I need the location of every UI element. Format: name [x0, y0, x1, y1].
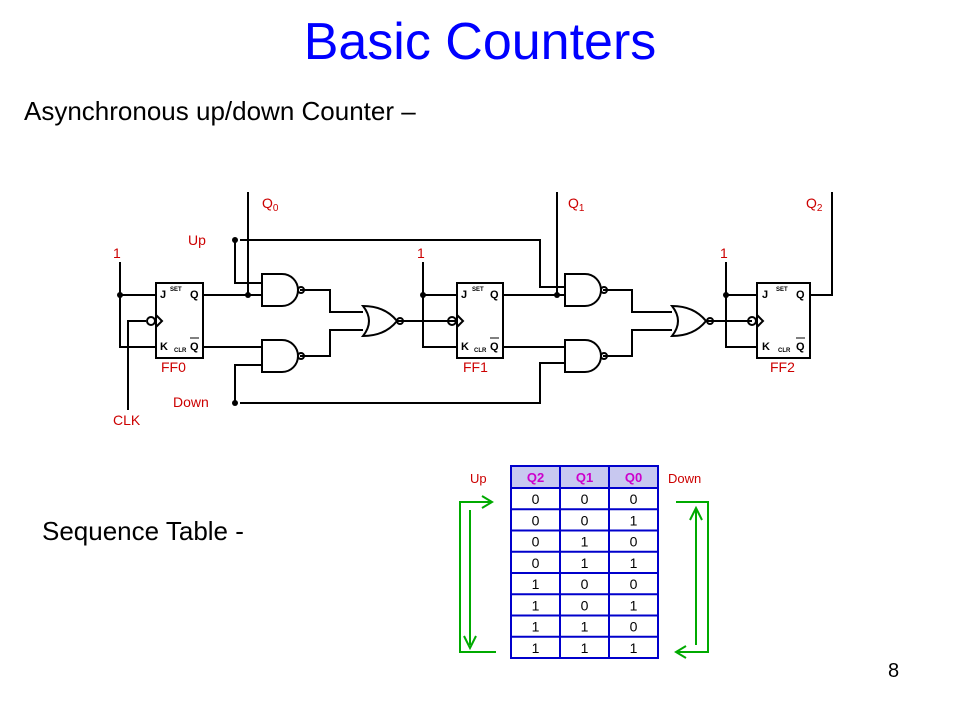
table-cell: 0 [630, 576, 638, 592]
table-cell: 0 [581, 576, 589, 592]
ff2-pin-clr: CLR [778, 348, 791, 354]
up-direction-arrow [459, 495, 496, 653]
ff0-pin-clr: CLR [174, 348, 187, 354]
ff1-pin-k: K [461, 341, 469, 353]
table-cell: 0 [581, 597, 589, 613]
ff2-pin-k: K [762, 341, 770, 353]
ff1-pin-q: Q [490, 289, 499, 301]
table-cell: 1 [630, 555, 638, 571]
table-header-cell: Q1 [576, 470, 593, 485]
logic-one-ff0: 1 [113, 245, 121, 261]
table-down-label: Down [668, 471, 701, 486]
ff2-label: FF2 [770, 359, 795, 375]
table-cell: 1 [532, 640, 540, 656]
ff2-pin-set: SET [776, 287, 788, 293]
ff1-pin-set: SET [472, 287, 484, 293]
ff0-label: FF0 [161, 359, 186, 375]
page-number: 8 [888, 660, 900, 682]
ff0-pin-qbar: Q [190, 341, 199, 353]
table-cell: 0 [532, 534, 540, 550]
slide-title: Basic Counters [303, 13, 657, 71]
ff0-pin-k: K [160, 341, 168, 353]
down-label: Down [173, 394, 209, 410]
table-cell: 0 [630, 534, 638, 550]
table-cell: 1 [630, 512, 638, 528]
ff2-pin-qbar: Q [796, 341, 805, 353]
table-header-cell: Q0 [625, 470, 642, 485]
ff0-pin-j: J [160, 289, 166, 301]
sequence-table-label: Sequence Table - [42, 516, 244, 546]
table-cell: 1 [581, 619, 589, 635]
up-label: Up [188, 232, 206, 248]
q2-label: Q2 [806, 195, 823, 214]
table-cell: 1 [581, 640, 589, 656]
sequence-table-figure: Up Down Q2 Q1 Q0 0 0 0 0 0 1 0 1 0 0 1 1 1 0 0 1 0 1 1 1 0 1 1 1 [459, 465, 709, 659]
ff1-pin-qbar: Q [490, 341, 499, 353]
logic-one-ff2: 1 [720, 245, 728, 261]
table-up-label: Up [470, 471, 487, 486]
clk-label: CLK [113, 412, 141, 428]
table-cell: 1 [581, 534, 589, 550]
down-direction-arrow [674, 501, 709, 659]
table-cell: 0 [532, 555, 540, 571]
logic-one-ff1: 1 [417, 245, 425, 261]
table-cell: 0 [630, 491, 638, 507]
table-header-cell: Q2 [527, 470, 544, 485]
table-cell: 0 [532, 491, 540, 507]
table-cell: 0 [630, 619, 638, 635]
ff1-pin-clr: CLR [474, 348, 487, 354]
ff1-label: FF1 [463, 359, 488, 375]
ff0-pin-set: SET [170, 287, 182, 293]
ff2-pin-j: J [762, 289, 768, 301]
table-cell: 0 [581, 512, 589, 528]
table-cell: 0 [581, 491, 589, 507]
ff0-pin-q: Q [190, 289, 199, 301]
counter-circuit-diagram: Q0 Q1 Q2 Up Down CLK 1 1 1 FF0 FF1 FF2 J… [113, 192, 833, 428]
table-cell: 1 [581, 555, 589, 571]
table-cell: 1 [532, 619, 540, 635]
q1-label: Q1 [568, 195, 585, 214]
ff2-pin-q: Q [796, 289, 805, 301]
table-cell: 1 [630, 597, 638, 613]
table-cell: 0 [532, 512, 540, 528]
ff1-pin-j: J [461, 289, 467, 301]
table-cell: 1 [532, 576, 540, 592]
table-cell: 1 [630, 640, 638, 656]
q0-label: Q0 [262, 195, 279, 214]
table-cell: 1 [532, 597, 540, 613]
slide-subtitle: Asynchronous up/down Counter – [24, 96, 416, 126]
